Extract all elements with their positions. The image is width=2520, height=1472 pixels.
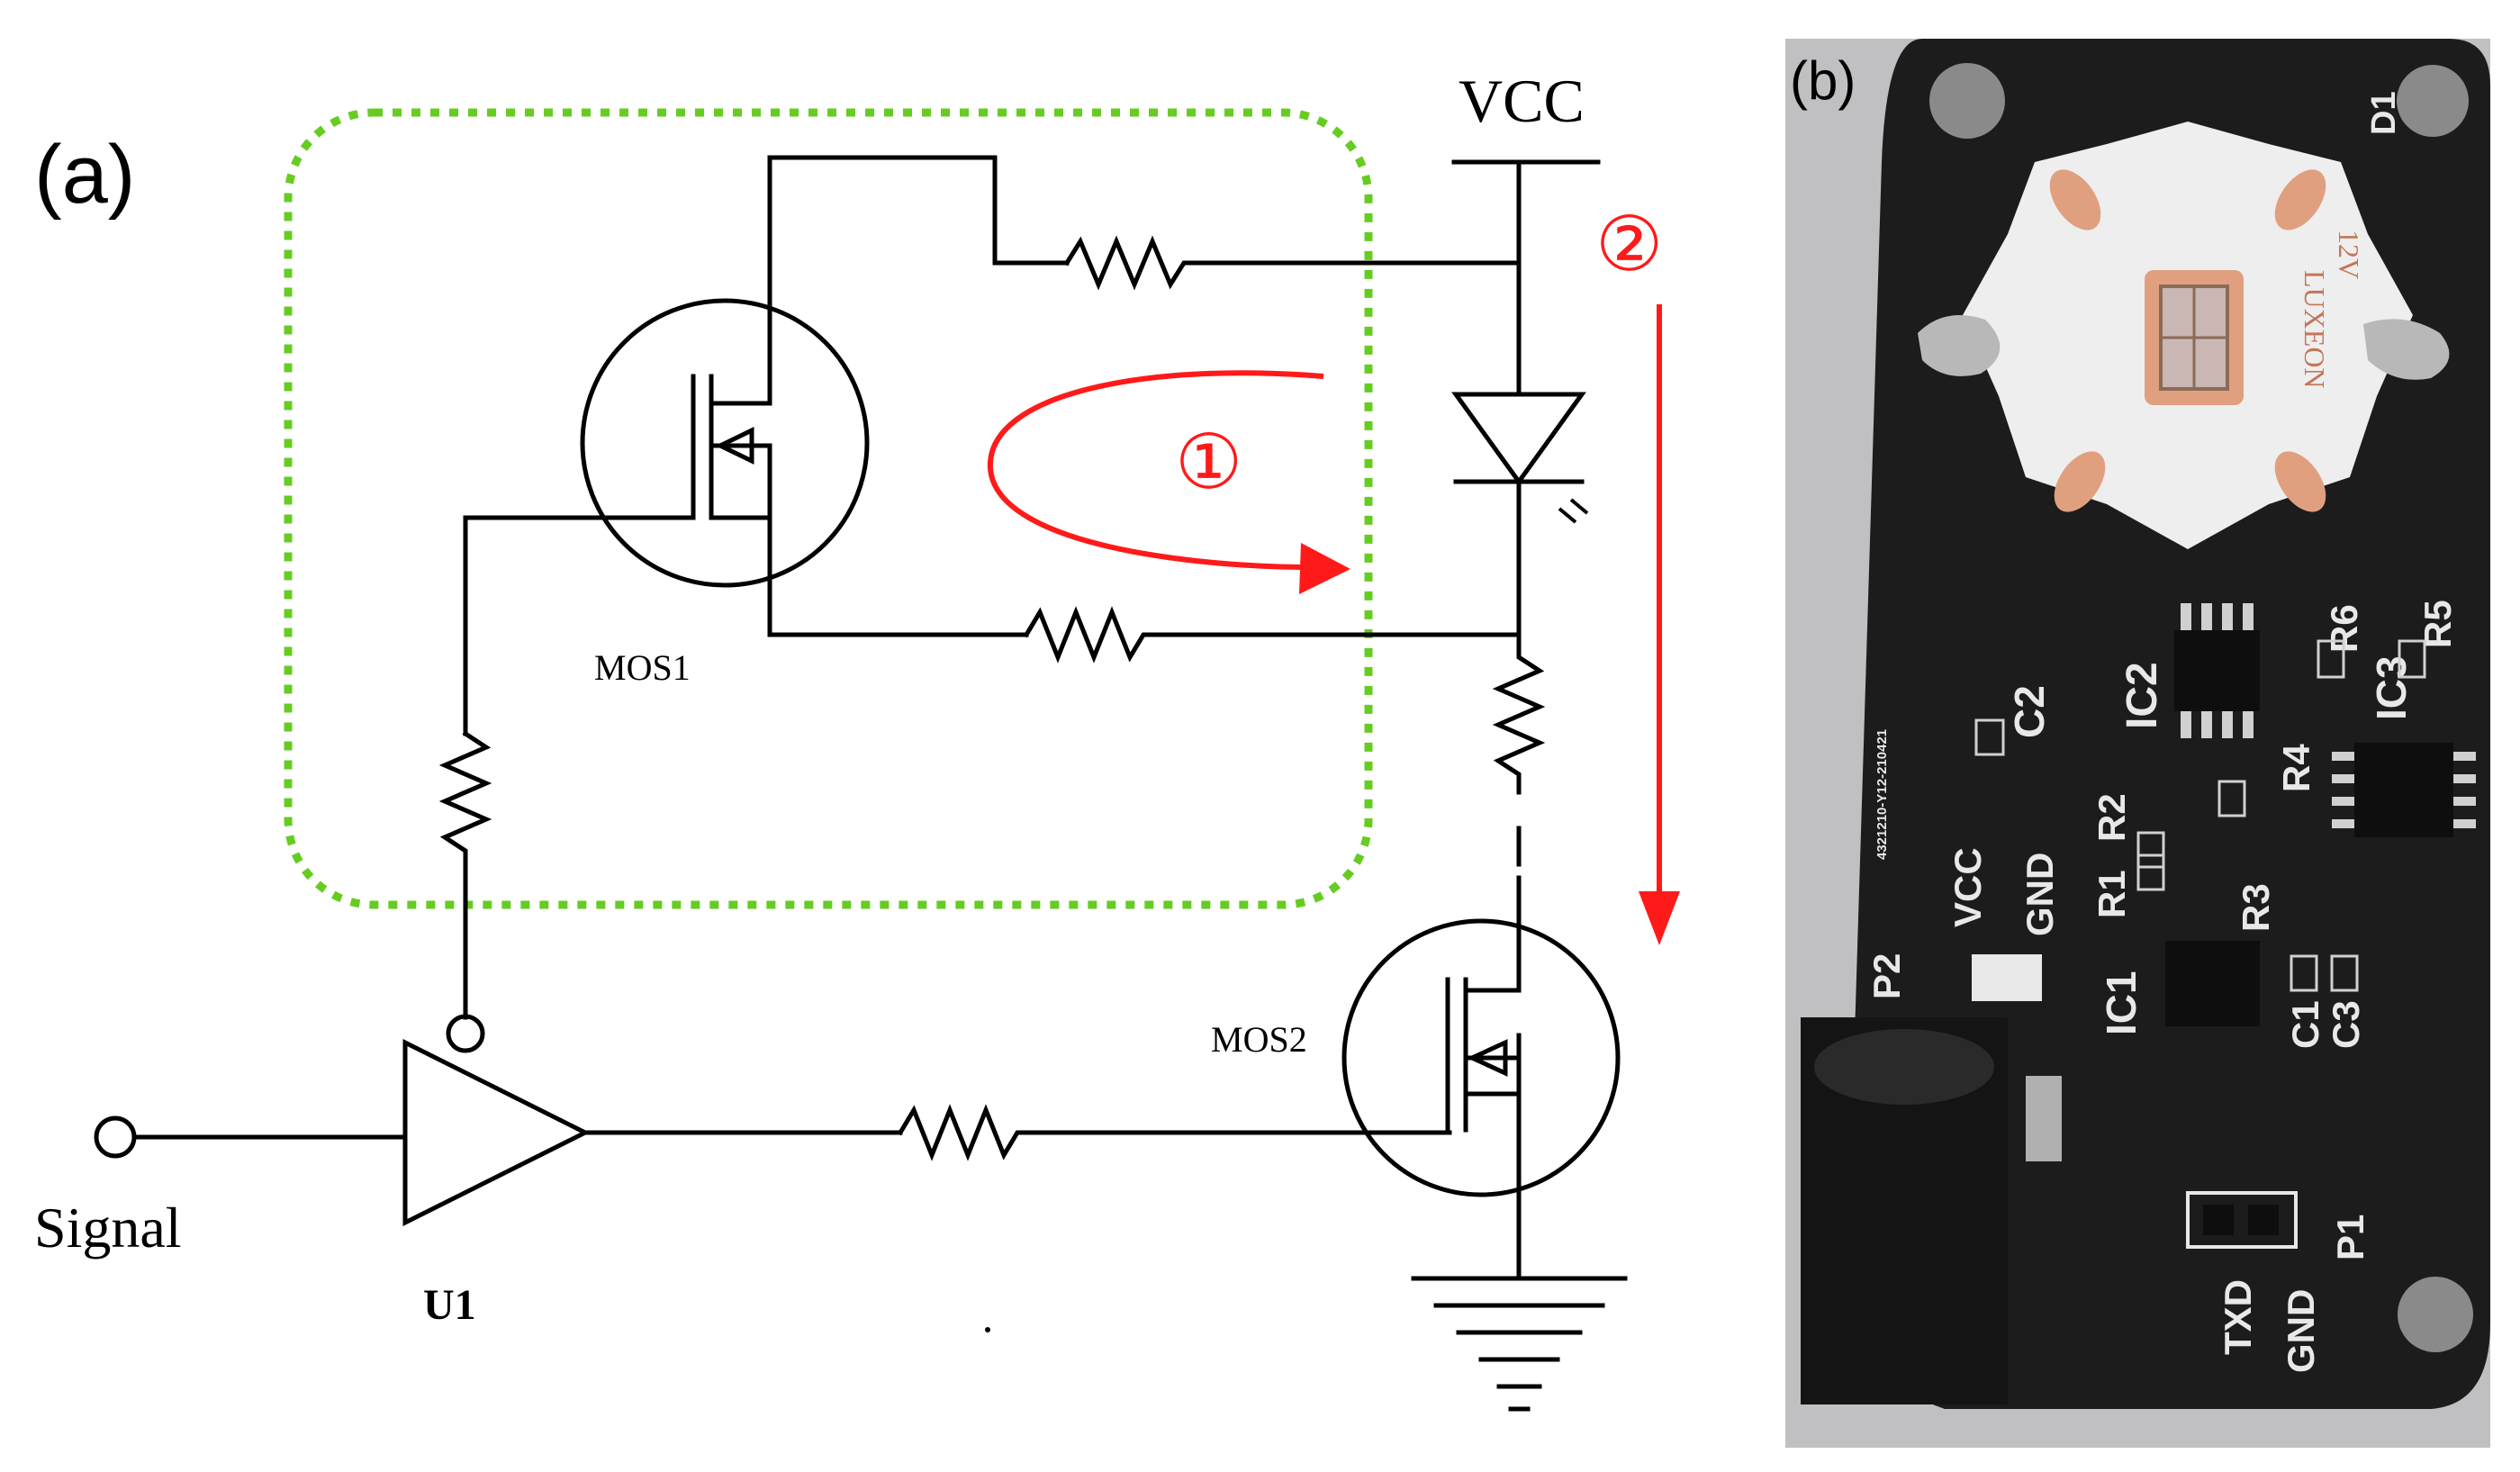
solder-joint <box>2363 319 2450 380</box>
silk-gnd: GND <box>2019 853 2061 936</box>
current-path-2-arrowhead <box>1639 891 1680 945</box>
silk-r3: R3 <box>2235 883 2277 932</box>
silk-c1: C1 <box>2284 1000 2326 1049</box>
silk-vcc: VCC <box>1946 847 1989 927</box>
resistor-middle <box>1023 606 1160 664</box>
ic1-chip <box>2165 941 2260 1026</box>
path-2-label: ② <box>1595 203 1663 287</box>
mos1-drain-wire <box>767 443 1029 637</box>
panel-a-schematic: (a) VCC <box>34 67 1680 1412</box>
panel-b-label: (b) <box>1790 50 1856 111</box>
stray-dot <box>985 1327 990 1332</box>
led-star-board: LUXEON 12V <box>1963 122 2413 549</box>
mounting-hole <box>1929 63 2005 139</box>
u1-label: U1 <box>423 1281 476 1329</box>
smd-footprints <box>1974 639 2426 992</box>
header-p2 <box>1972 954 2042 1001</box>
ground-icon <box>1411 1276 1628 1412</box>
mos1-label: MOS1 <box>594 647 691 688</box>
mos1-gate-wire <box>463 515 696 736</box>
silk-p2: P2 <box>1865 953 1908 999</box>
u1-buffer <box>402 1038 591 1227</box>
ic3-chip <box>2354 743 2453 837</box>
mounting-hole <box>2398 1277 2473 1352</box>
ic2-chip <box>2174 630 2260 711</box>
silk-d1: D1 <box>2365 91 2403 135</box>
silk-ic2: IC2 <box>2118 662 2166 729</box>
dc-jack <box>1801 1017 2062 1404</box>
silk-c3: C3 <box>2325 1000 2367 1049</box>
header-p1 <box>2186 1191 2298 1249</box>
star-brand-label: LUXEON <box>2299 270 2331 389</box>
mos1-source-wire <box>767 155 1070 266</box>
current-path-1-arrowhead <box>1299 543 1350 594</box>
resistor-gate <box>438 730 492 1020</box>
path-1-label: ① <box>1175 421 1242 505</box>
highlight-box <box>284 108 1373 909</box>
signal-label: Signal <box>34 1196 182 1260</box>
silk-txd: TXD <box>2217 1279 2259 1355</box>
mos2-transistor <box>1341 918 1621 1281</box>
panel-a-label: (a) <box>34 129 135 221</box>
current-path-1-arrow <box>987 370 1324 570</box>
silk-gnd2: GND <box>2280 1289 2322 1373</box>
solder-joint <box>1918 315 2001 376</box>
resistor-bottom <box>897 1104 1034 1161</box>
star-voltage-label: 12V <box>2333 230 2365 279</box>
silk-r1: R1 <box>2091 870 2133 918</box>
resistor-right <box>1492 632 1546 795</box>
vcc-label: VCC <box>1459 67 1585 135</box>
silk-ic1: IC1 <box>2098 971 2145 1035</box>
silk-p1: P1 <box>2329 1215 2371 1260</box>
ic-pins <box>2181 603 2476 828</box>
led-icon <box>1451 392 1589 524</box>
mounting-hole <box>2397 65 2469 137</box>
u1-inverter-bubble <box>446 1014 485 1053</box>
resistor-top <box>1063 235 1200 291</box>
silk-board-id: 4321210-Y12-210421 <box>1874 729 1890 860</box>
mos2-label: MOS2 <box>1211 1019 1307 1060</box>
silk-ic3: IC3 <box>2368 655 2415 720</box>
silk-r4: R4 <box>2275 744 2317 792</box>
panel-b-photo: LUXEON 12V D1 C2 IC2 R6 R5 IC3 R4 R2 R1 … <box>1785 39 2490 1448</box>
mos1-transistor <box>580 155 870 637</box>
silk-c2: C2 <box>2006 685 2053 738</box>
silk-r2: R2 <box>2091 793 2133 842</box>
signal-terminal <box>94 1115 137 1159</box>
